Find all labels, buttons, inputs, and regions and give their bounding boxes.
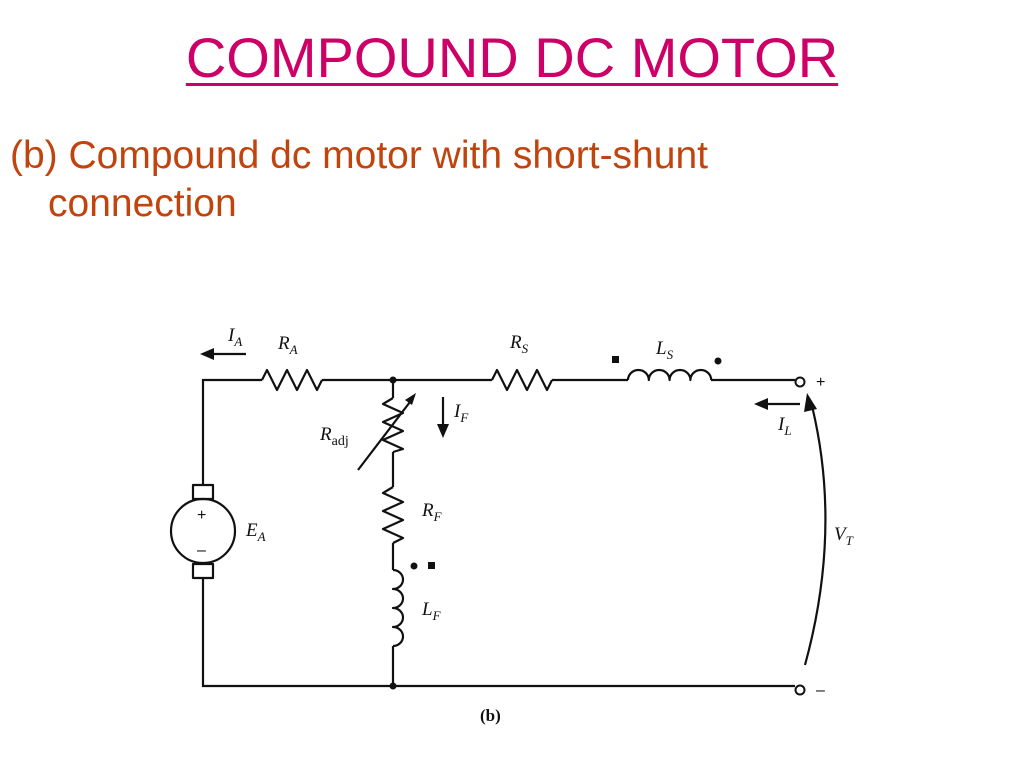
adjustable-resistor — [381, 397, 405, 454]
armature-minus-sign: – — [197, 542, 206, 559]
terminal-voltage-arrow-head — [804, 393, 817, 412]
armature-plus-sign: + — [197, 507, 206, 524]
series-resistance-label: RS — [509, 332, 529, 356]
field-resistor — [381, 486, 405, 544]
series-polarity-dot — [714, 357, 722, 365]
slide-title: COMPOUND DC MOTOR — [185, 26, 839, 89]
armature-current-label: IA — [227, 325, 242, 349]
field-inductance-label: LF — [421, 599, 442, 623]
wire-bottom — [201, 578, 795, 688]
line-current-arrow-head — [754, 398, 768, 410]
field-polarity-dot — [410, 562, 418, 570]
field-current-arrow-head — [437, 424, 449, 438]
series-polarity-square — [612, 356, 619, 363]
adjustable-resistance-label: Radj — [319, 424, 349, 449]
series-inductor — [626, 368, 713, 382]
terminal-minus-sign: – — [816, 682, 825, 699]
field-polarity-square — [428, 562, 435, 569]
terminal-plus-sign: + — [816, 374, 825, 391]
internal-voltage-label: EA — [245, 520, 266, 544]
field-inductor — [391, 568, 405, 648]
diagram-caption: (b) — [480, 706, 501, 725]
junction-top — [389, 376, 397, 384]
terminal-voltage-label: VT — [834, 524, 854, 548]
wire-left-top — [201, 378, 262, 485]
field-resistance-label: RF — [421, 500, 443, 524]
armature-resistance-label: RA — [277, 333, 298, 357]
armature-resistor — [261, 368, 323, 392]
armature-brush-top — [191, 483, 215, 501]
slide-subtitle: (b) Compound dc motor with short-shunt c… — [10, 134, 708, 225]
field-current-label: IF — [453, 401, 469, 425]
series-resistor — [491, 368, 553, 392]
adjustable-arrow-shaft — [357, 397, 414, 471]
terminal-negative[interactable] — [794, 684, 806, 696]
adjustable-arrow-head — [405, 393, 416, 405]
armature-brush-bottom — [191, 562, 215, 580]
line-current-label: IL — [777, 414, 792, 438]
terminal-voltage-arc — [803, 405, 827, 666]
series-inductance-label: LS — [655, 338, 674, 362]
armature-current-arrow-head — [200, 348, 214, 360]
junction-bottom — [389, 682, 397, 690]
armature-circle — [169, 497, 237, 565]
terminal-positive[interactable] — [794, 376, 806, 388]
